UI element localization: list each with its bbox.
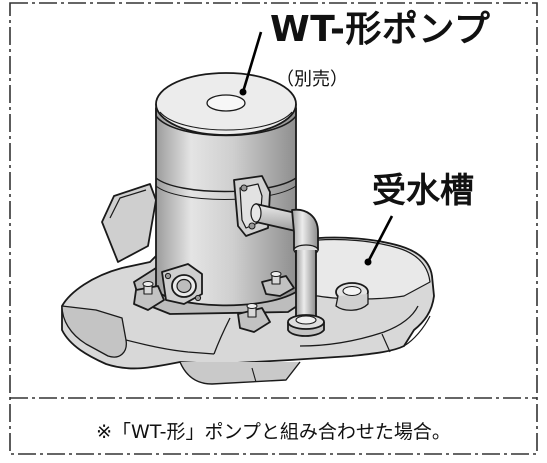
pump-pointer	[241, 31, 263, 93]
pump	[133, 31, 325, 337]
pump-note: （別売）	[276, 69, 348, 90]
tank-title: 受水槽	[372, 171, 474, 211]
pump-title: WT-形ポンプ	[270, 9, 491, 50]
dashed-frame	[9, 2, 538, 455]
tank-pointer	[366, 215, 394, 263]
caption: ※「WT-形」ポンプと組み合わせた場合。	[96, 421, 451, 443]
